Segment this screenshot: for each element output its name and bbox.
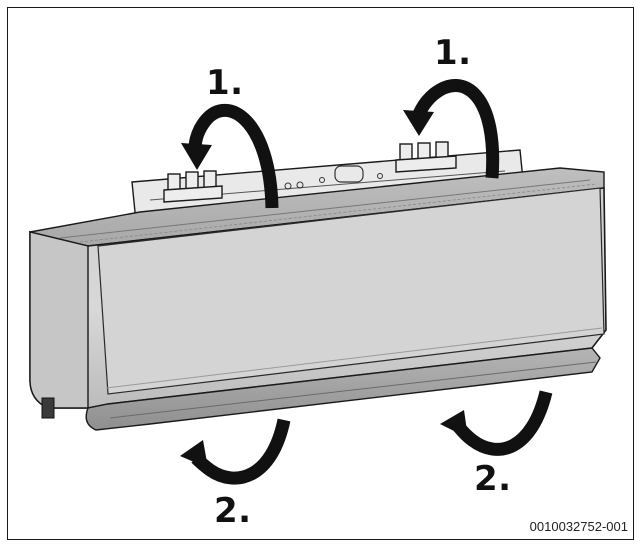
- rotate-arrow-bottom-left: [180, 418, 291, 485]
- step-label-1-right: 1.: [434, 33, 472, 73]
- connector-port: [41, 397, 55, 419]
- step-label-2-left: 2.: [214, 491, 252, 531]
- figure-frame: [7, 7, 634, 540]
- right-hook-bracket: [395, 141, 457, 173]
- rotate-arrow-top-left: [181, 104, 279, 209]
- left-hook-bracket: [163, 170, 223, 203]
- figure-code: 0010032752-001: [529, 519, 628, 534]
- rotate-arrow-bottom-right: [440, 390, 553, 456]
- ac-unit-bottom: [85, 347, 601, 431]
- ac-unit-front-panel: [29, 187, 607, 409]
- rotate-arrow-top-right: [403, 78, 500, 179]
- step-label-2-right: 2.: [474, 459, 512, 499]
- step-label-1-left: 1.: [206, 63, 244, 103]
- ac-unit-side: [29, 231, 89, 419]
